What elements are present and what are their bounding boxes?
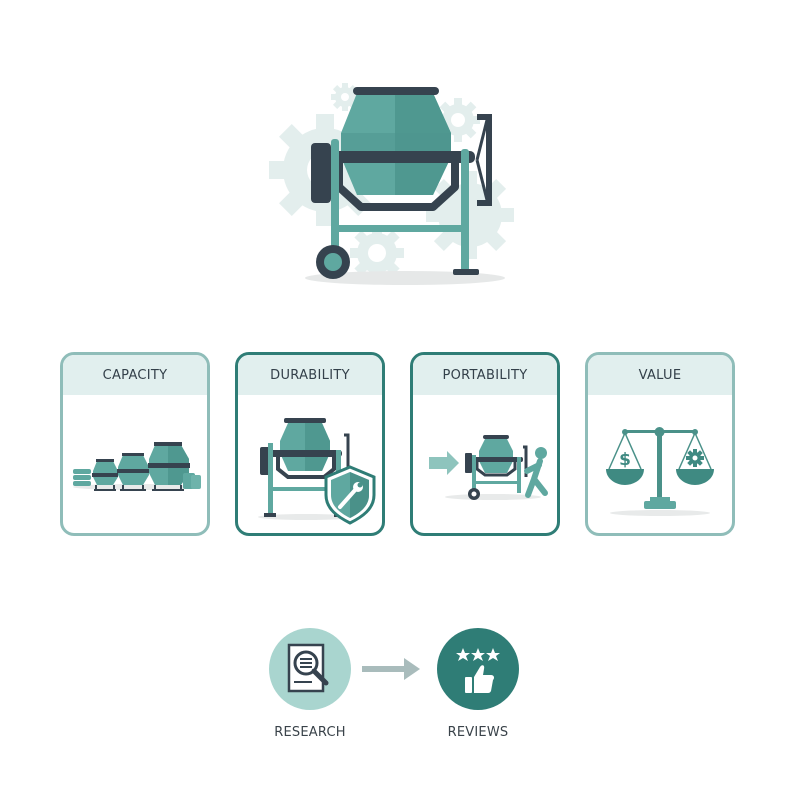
criteria-card-capacity: CAPACITY xyxy=(60,352,210,536)
mixer-shield-wrench-icon xyxy=(258,418,376,525)
card-title: DURABILITY xyxy=(238,355,382,395)
stars-thumbs-up-icon xyxy=(437,628,519,710)
step-reviews xyxy=(436,627,520,711)
hero-cement-mixer-illustration xyxy=(265,75,525,290)
step-label-reviews: REVIEWS xyxy=(447,725,509,740)
criteria-card-durability: DURABILITY xyxy=(235,352,385,536)
cement-mixer-icon xyxy=(269,83,514,285)
step-research xyxy=(268,627,352,711)
document-magnifier-icon xyxy=(269,628,351,710)
criteria-card-portability: PORTABILITY xyxy=(410,352,560,536)
arrow-right-icon xyxy=(362,658,420,680)
gear-icon xyxy=(686,449,704,467)
arrow-right-icon xyxy=(429,451,459,475)
criteria-card-value: VALUE $ xyxy=(585,352,735,536)
star-rating-icon xyxy=(456,648,500,661)
step-label-research: RESEARCH xyxy=(274,725,346,740)
card-title: VALUE xyxy=(588,355,732,395)
card-title: CAPACITY xyxy=(63,355,207,395)
mixer-push-icon xyxy=(429,435,548,500)
card-title: PORTABILITY xyxy=(413,355,557,395)
dollar-icon: $ xyxy=(619,450,631,470)
mixer-sizes-icon xyxy=(73,442,201,491)
balance-scale-icon: $ xyxy=(606,427,714,516)
thumbs-up-icon xyxy=(465,665,495,693)
